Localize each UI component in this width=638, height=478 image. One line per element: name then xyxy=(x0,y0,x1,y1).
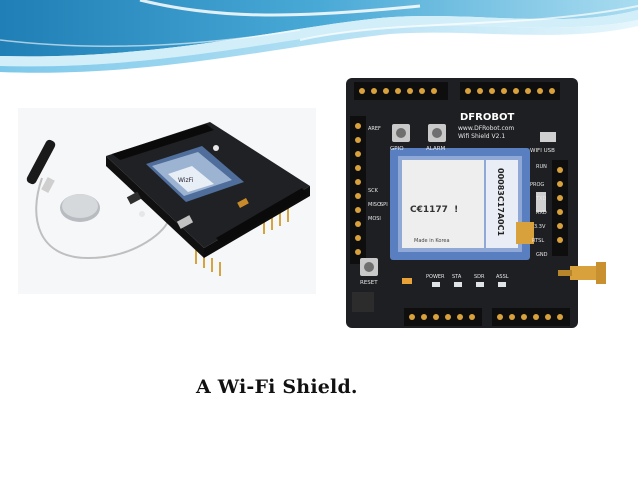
label-gnd: GND xyxy=(536,252,548,258)
wave-header xyxy=(0,0,638,80)
label-txd: TXD xyxy=(535,196,546,202)
label-miso: MISO xyxy=(368,202,381,208)
wifi-shield-photo-angled: WizFi xyxy=(18,108,316,294)
label-rxd: RXD xyxy=(536,210,547,216)
module-left-label: WizFi xyxy=(178,177,194,184)
label-assl: ASSL xyxy=(496,274,509,280)
module-made-in: Made in Korea xyxy=(414,238,450,244)
label-prog: PROG xyxy=(530,182,544,188)
label-gpio: GPIO xyxy=(390,146,404,152)
label-wifiusb: WIFI USB xyxy=(530,148,555,154)
label-run: RUN xyxy=(536,164,547,170)
shield-angled-illustration: WizFi xyxy=(26,122,310,276)
board-name: Wifi Shield V2.1 xyxy=(458,133,505,140)
label-reset: RESET xyxy=(360,280,378,286)
module-code: 00083C17A0C1 xyxy=(496,168,505,236)
label-mosi: MOSI xyxy=(368,216,381,222)
label-rtsl: RTSL xyxy=(532,238,544,244)
label-power: POWER xyxy=(426,274,445,280)
module-ce-mark: C€1177 ! xyxy=(410,205,458,215)
shield-top-illustration: DFROBOT www.DFRobot.com Wifi Shield V2.1… xyxy=(346,78,606,328)
wifi-shield-photo-top: DFROBOT www.DFRobot.com Wifi Shield V2.1… xyxy=(340,72,624,356)
label-sta: STA xyxy=(452,274,462,280)
slide-caption: A Wi-Fi Shield. xyxy=(196,376,358,398)
board-brand: DFROBOT xyxy=(460,112,514,123)
board-url: www.DFRobot.com xyxy=(458,125,514,132)
label-alarm: ALARM xyxy=(426,146,446,152)
label-33v: 3.3V xyxy=(534,224,546,230)
label-sdr: SDR xyxy=(474,274,485,280)
label-sck: SCK xyxy=(368,188,379,194)
label-aref: AREF xyxy=(368,126,381,132)
label-spi: SPI xyxy=(380,202,388,208)
